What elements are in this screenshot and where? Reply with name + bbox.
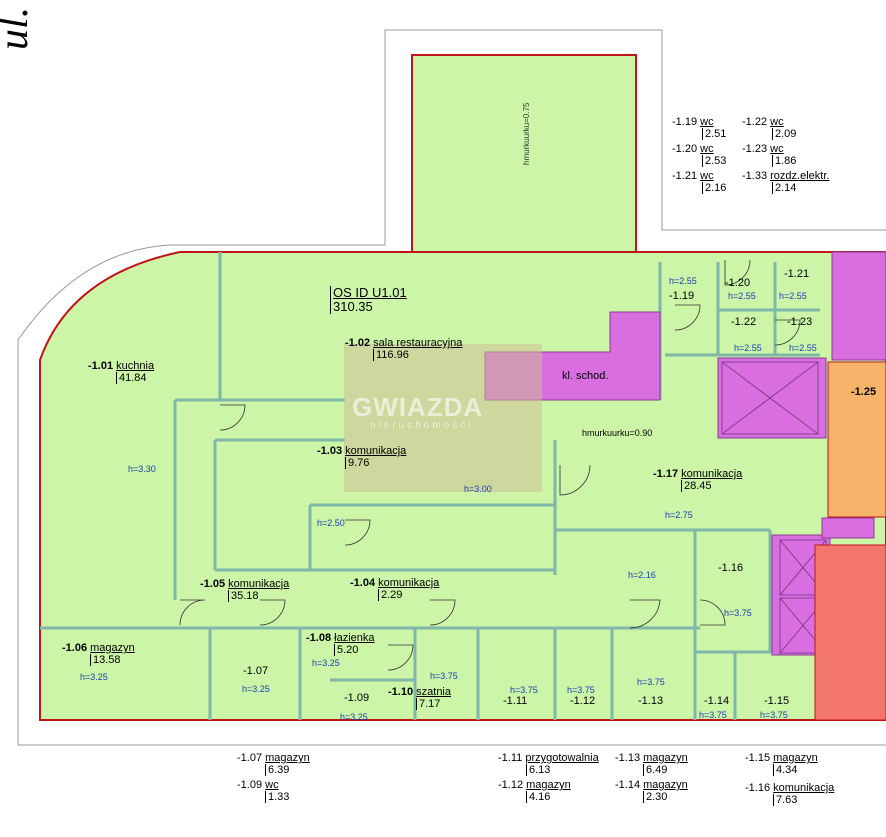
ceiling-height: h=2.55 — [728, 291, 756, 301]
ceiling-height: h=2.55 — [669, 276, 697, 286]
shaft-area — [717, 357, 827, 439]
legend-entry: -1.33 rozdz.elektr.2.14 — [742, 170, 830, 194]
door — [344, 519, 371, 546]
neighbour-area-red — [814, 544, 886, 721]
ceiling-height: h=3.00 — [464, 484, 492, 494]
room-number: -1.20 — [725, 277, 751, 289]
ceiling-height: h=3.25 — [80, 672, 108, 682]
street-name: ul. Wyn — [0, 0, 38, 50]
shaft-area-small — [821, 517, 875, 539]
ceiling-height: h=3.75 — [430, 671, 458, 681]
sill-height-label: hmurkuurku=0.90 — [582, 428, 653, 438]
ceiling-height: h=3.75 — [510, 685, 538, 695]
ceiling-height: h=2.55 — [779, 291, 807, 301]
ceiling-height: h=3.25 — [312, 658, 340, 668]
neighbour-area-orange — [827, 361, 886, 518]
room-number: -1.07 — [243, 665, 269, 677]
room-number: -1.16 — [718, 562, 744, 574]
ceiling-height: h=3.75 — [724, 608, 752, 618]
room-number: -1.15 — [764, 695, 790, 707]
room-number: -1.14 — [704, 695, 730, 707]
door — [259, 599, 286, 626]
ceiling-height: h=3.25 — [340, 712, 368, 722]
stair-label: kl. schod. — [562, 370, 609, 382]
ceiling-height: h=3.25 — [242, 684, 270, 694]
ceiling-height: h=2.50 — [317, 518, 345, 528]
door — [724, 259, 751, 286]
ceiling-height: h=3.75 — [637, 677, 665, 687]
door — [219, 404, 246, 431]
room-number: -1.25 — [851, 386, 877, 398]
ceiling-height: h=2.16 — [628, 570, 656, 580]
room-number: -1.22 — [731, 316, 757, 328]
watermark-sub: nieruchomości — [370, 420, 474, 431]
room-number: -1.13 — [638, 695, 664, 707]
door — [559, 464, 591, 496]
watermark-brand: GWIAZDA — [352, 392, 484, 422]
door — [387, 644, 414, 671]
room-number: -1.09 — [344, 692, 370, 704]
room-number: -1.23 — [787, 316, 813, 328]
property-outline — [17, 29, 886, 745]
ceiling-height: h=3.75 — [567, 685, 595, 695]
shaft — [721, 361, 819, 435]
door — [629, 599, 661, 629]
room-number: -1.12 — [570, 695, 596, 707]
room-number: -1.11 — [503, 695, 528, 707]
sill-height-label: hmurkuurku=0.75 — [522, 102, 531, 165]
shaft-area-right — [831, 251, 886, 361]
door — [774, 319, 801, 346]
door — [179, 599, 206, 626]
ceiling-height: h=2.55 — [789, 343, 817, 353]
ceiling-height: h=2.55 — [734, 343, 762, 353]
door — [429, 599, 456, 626]
upper-hall — [411, 54, 637, 253]
door — [674, 304, 701, 331]
door — [699, 599, 726, 626]
ceiling-height: h=2.75 — [665, 510, 693, 520]
room-number: -1.19 — [669, 290, 695, 302]
ceiling-height: h=3.75 — [760, 710, 788, 720]
watermark-box — [344, 344, 542, 492]
shaft-cross — [721, 361, 819, 435]
room-number: -1.21 — [784, 268, 810, 280]
ceiling-height: h=3.30 — [128, 464, 156, 474]
ceiling-height: h=3.75 — [699, 710, 727, 720]
plan-title: OS ID U1.01 310.35 — [330, 286, 407, 314]
